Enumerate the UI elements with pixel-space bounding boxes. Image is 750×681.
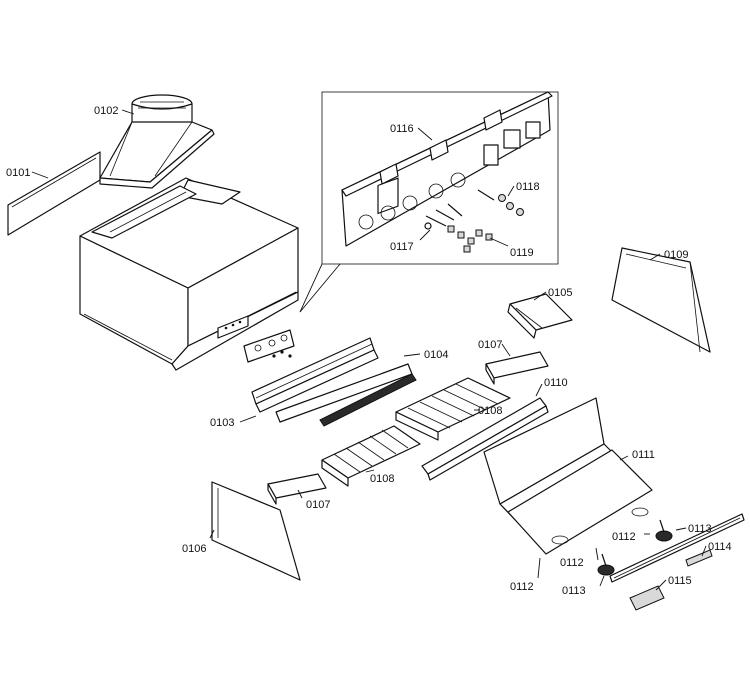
label-0117: 0117 [390, 241, 414, 253]
label-0109: 0109 [664, 249, 688, 261]
part-0116-control-bracket [341, 91, 553, 247]
label-0101: 0101 [6, 167, 30, 179]
label-0112-a: 0112 [510, 581, 534, 593]
part-labels: 0101 0102 0103 0104 0105 0106 0107 0107 … [6, 105, 732, 597]
part-0115-bracket [629, 585, 665, 611]
label-0104: 0104 [424, 349, 448, 361]
part-0108-filter-upper [395, 377, 511, 441]
label-0116: 0116 [390, 123, 414, 135]
label-0102: 0102 [94, 105, 118, 117]
part-0107-light-lower [267, 473, 327, 505]
label-0110: 0110 [544, 377, 568, 389]
label-0119: 0119 [510, 247, 534, 259]
label-0114: 0114 [708, 541, 732, 553]
label-0106: 0106 [182, 543, 206, 555]
label-0118: 0118 [516, 181, 540, 193]
part-0119-clips [447, 225, 493, 253]
leader-lines [31, 109, 707, 591]
label-0107-upper: 0107 [478, 339, 502, 351]
label-0113-a: 0113 [562, 585, 586, 597]
part-0113-knob-a [655, 519, 673, 542]
part-0114-trim [609, 513, 745, 583]
detail-callout [299, 91, 559, 313]
part-control-module [243, 329, 295, 363]
part-0102-duct [99, 94, 215, 189]
part-0108-filter-lower [321, 425, 421, 487]
label-0108-upper: 0108 [478, 405, 502, 417]
label-0112-c: 0112 [612, 531, 636, 543]
label-0107-lower: 0107 [306, 499, 330, 511]
label-0111: 0111 [632, 449, 655, 461]
label-0103: 0103 [210, 417, 234, 429]
part-0101-panel [7, 151, 101, 236]
part-0107-light-upper [485, 351, 549, 385]
label-0113-b: 0113 [688, 523, 712, 535]
hood-control-strip [217, 315, 249, 339]
label-0115: 0115 [668, 575, 692, 587]
part-0110-rail [421, 397, 549, 481]
part-0106-side-panel [211, 481, 301, 581]
part-0103-rail [251, 337, 379, 413]
part-0111-front-panel [483, 397, 653, 555]
part-0104-light-bar [275, 363, 417, 427]
part-0113-knob-b [597, 553, 615, 576]
label-0105: 0105 [548, 287, 572, 299]
part-0105-bracket [507, 293, 573, 339]
part-0114-clip [685, 549, 713, 567]
part-0117-screws [424, 189, 495, 230]
label-0108-lower: 0108 [370, 473, 394, 485]
part-0118-nuts [498, 194, 524, 216]
part-0109-side-panel [611, 247, 711, 353]
label-0112-b: 0112 [560, 557, 584, 569]
